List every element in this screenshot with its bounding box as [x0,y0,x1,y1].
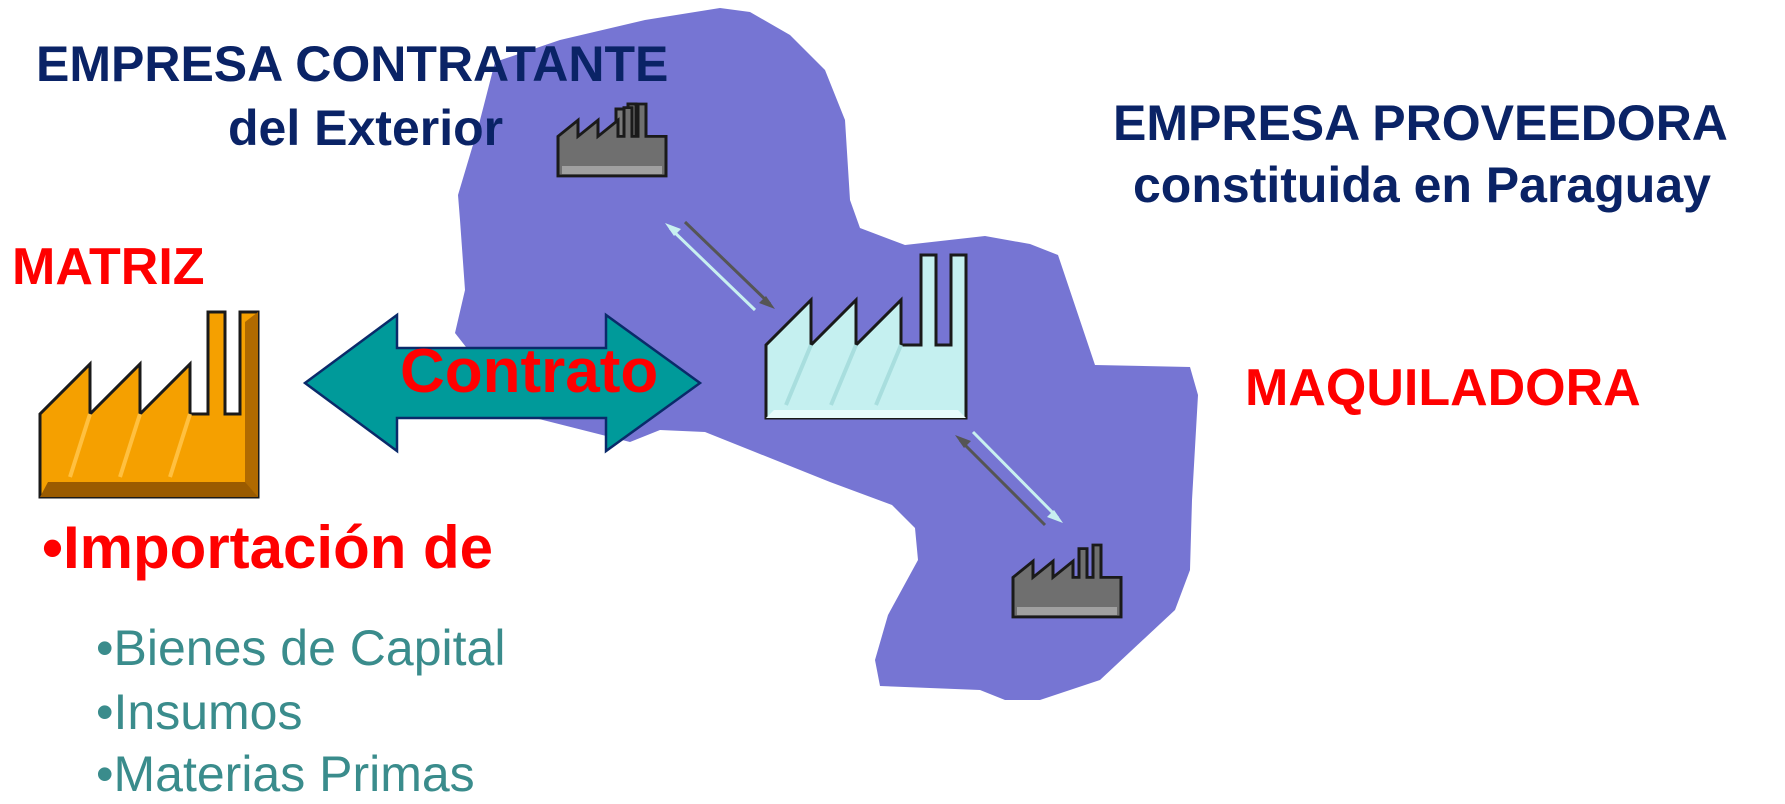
matriz-label: MATRIZ [12,238,205,296]
contratante-subtitle: del Exterior [228,100,504,156]
factory-icon [556,102,668,178]
maquiladora-label: MAQUILADORA [1245,359,1641,417]
import-item-materias: •Materias Primas [96,746,475,802]
factory-icon [1011,543,1123,619]
contrato-label: Contrato [400,337,659,406]
import-item-bienes: •Bienes de Capital [96,620,506,676]
import-item-insumos: •Insumos [96,684,303,740]
proveedora-subtitle: constituida en Paraguay [1133,157,1711,213]
proveedora-title: EMPRESA PROVEEDORA [1113,95,1728,151]
importacion-heading: •Importación de [42,514,494,581]
factory-icon [764,253,968,420]
contratante-title: EMPRESA CONTRATANTE [36,36,669,92]
double-arrow-icon [302,312,703,454]
factory-icon [38,310,260,499]
connection-arrows [665,220,1063,527]
